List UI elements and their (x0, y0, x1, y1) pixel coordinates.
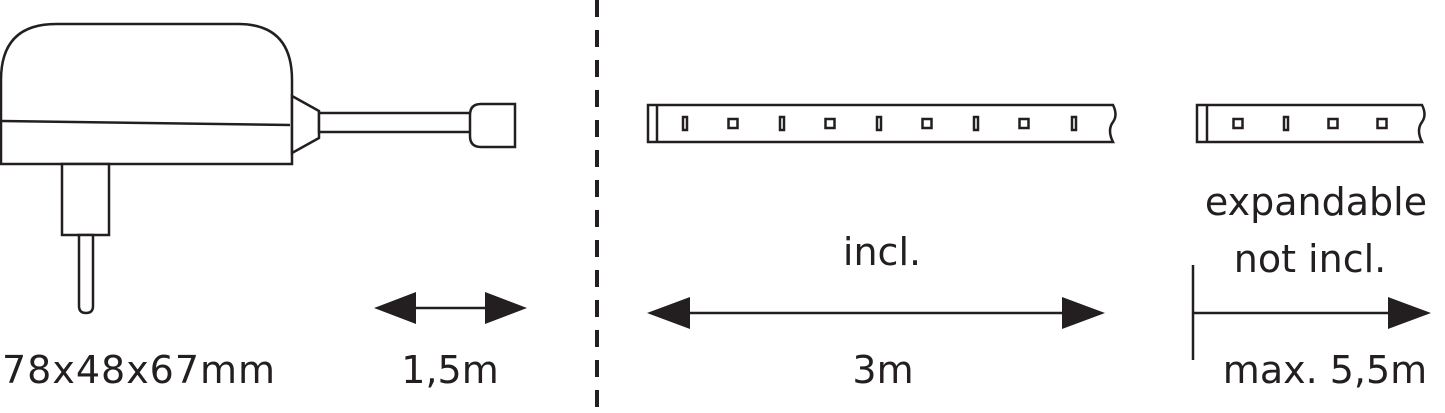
cable-length-arrow (374, 292, 527, 324)
led-strip-expansion-icon (1195, 103, 1426, 144)
cable-length: 1,5m (401, 348, 498, 392)
led-chip-icon (1376, 117, 1388, 130)
led-chip-icon (1070, 115, 1078, 132)
led-chip-icon (727, 117, 739, 130)
power-adapter-icon (0, 22, 517, 315)
led-chip-icon (972, 115, 980, 132)
max-length: max. 5,5m (1223, 348, 1427, 392)
led-chip-icon (921, 117, 933, 130)
max-length-arrow (1191, 265, 1431, 360)
led-chip-icon (1327, 117, 1339, 130)
led-strip-included-icon (646, 103, 1117, 144)
led-chip-icon (1232, 117, 1244, 130)
strip-length: 3m (852, 348, 913, 392)
included-label: incl. (843, 230, 921, 274)
not-included-label: not incl. (1234, 237, 1386, 281)
led-chip-icon (875, 115, 883, 132)
led-chip-icon (681, 115, 689, 132)
led-chip-icon (1282, 115, 1290, 132)
expandable-label: expandable (1205, 180, 1427, 224)
strip-length-arrow (647, 297, 1105, 329)
led-chip-icon (824, 117, 836, 130)
led-chip-icon (778, 115, 786, 132)
adapter-dimensions: 78x48x67mm (2, 348, 276, 392)
led-chip-icon (1018, 117, 1030, 130)
